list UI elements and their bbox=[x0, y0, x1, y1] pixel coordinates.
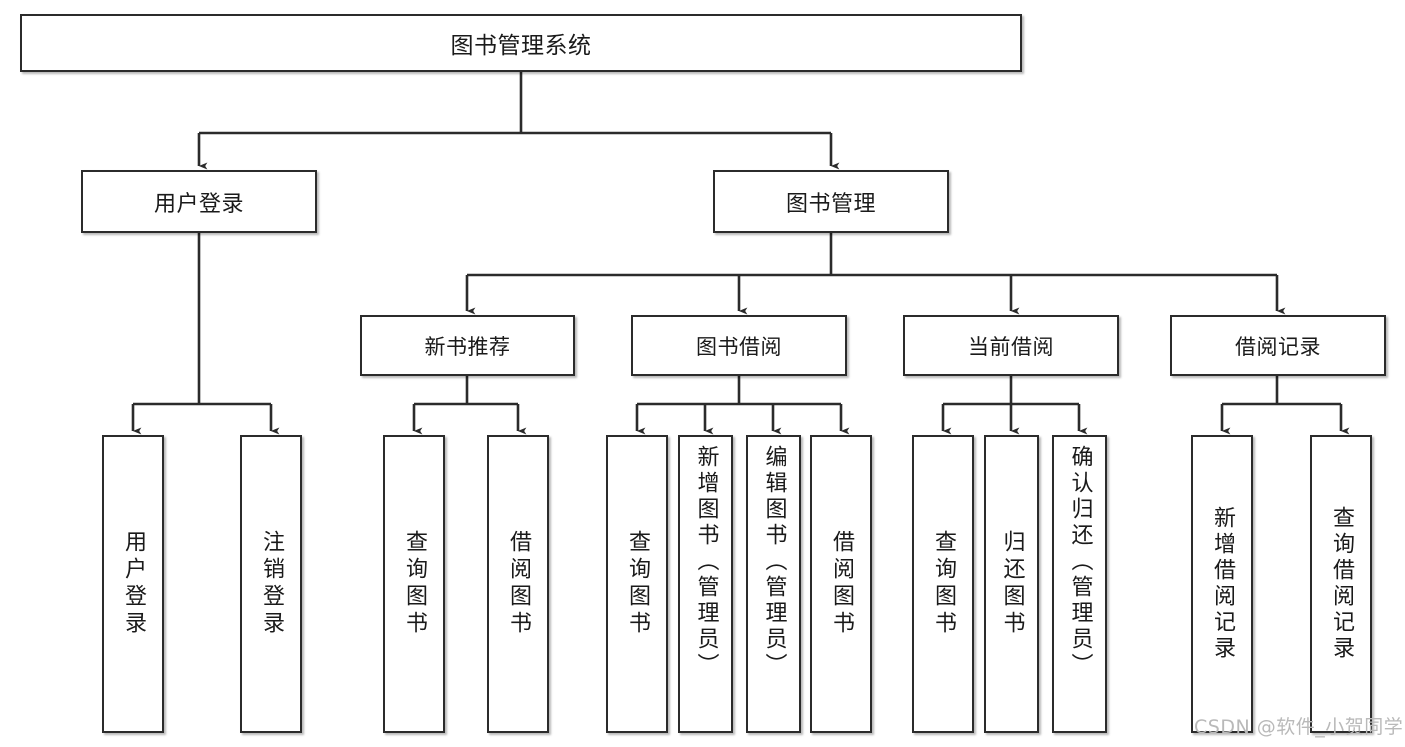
node-leaf-add-borrow-record[interactable]: 新增借阅记录 bbox=[1191, 435, 1253, 733]
node-label: 归还图书 bbox=[999, 530, 1025, 638]
node-label: 编辑图书（管理员） bbox=[761, 445, 787, 679]
node-book-management[interactable]: 图书管理 bbox=[713, 170, 949, 233]
node-label: 新增图书（管理员） bbox=[693, 445, 719, 679]
node-label: 用户登录 bbox=[121, 530, 146, 638]
node-label: 确认归还（管理员） bbox=[1067, 445, 1093, 679]
node-label: 查询借阅记录 bbox=[1329, 506, 1354, 662]
node-leaf-return-book[interactable]: 归还图书 bbox=[984, 435, 1039, 733]
node-leaf-confirm-return-admin[interactable]: 确认归还（管理员） bbox=[1052, 435, 1107, 733]
node-new-book-recommend[interactable]: 新书推荐 bbox=[360, 315, 575, 376]
node-leaf-add-book-admin[interactable]: 新增图书（管理员） bbox=[678, 435, 733, 733]
node-label: 注销登录 bbox=[259, 530, 284, 638]
node-user-login[interactable]: 用户登录 bbox=[81, 170, 317, 233]
node-leaf-logout-login[interactable]: 注销登录 bbox=[240, 435, 302, 733]
node-label: 借阅记录 bbox=[1235, 334, 1321, 359]
node-leaf-borrow-book-recommend[interactable]: 借阅图书 bbox=[487, 435, 549, 733]
node-leaf-borrow-book-borrow[interactable]: 借阅图书 bbox=[810, 435, 872, 733]
node-leaf-query-borrow-record[interactable]: 查询借阅记录 bbox=[1310, 435, 1372, 733]
node-current-borrow[interactable]: 当前借阅 bbox=[903, 315, 1119, 376]
node-label: 借阅图书 bbox=[829, 530, 854, 638]
node-leaf-query-book-current[interactable]: 查询图书 bbox=[912, 435, 974, 733]
node-label: 查询图书 bbox=[402, 530, 427, 638]
node-label: 新增借阅记录 bbox=[1210, 506, 1235, 662]
node-root-book-management-system[interactable]: 图书管理系统 bbox=[20, 14, 1022, 72]
node-leaf-user-login[interactable]: 用户登录 bbox=[102, 435, 164, 733]
node-label: 图书管理 bbox=[785, 191, 876, 217]
node-label: 查询图书 bbox=[625, 530, 650, 638]
node-borrow-record[interactable]: 借阅记录 bbox=[1170, 315, 1386, 376]
node-leaf-query-book-recommend[interactable]: 查询图书 bbox=[383, 435, 445, 733]
node-label: 借阅图书 bbox=[506, 530, 531, 638]
node-leaf-edit-book-admin[interactable]: 编辑图书（管理员） bbox=[746, 435, 801, 733]
node-label: 查询图书 bbox=[931, 530, 956, 638]
watermark-text: CSDN @软件_小贺同学 bbox=[1194, 716, 1404, 738]
node-book-borrow[interactable]: 图书借阅 bbox=[631, 315, 847, 376]
node-label: 用户登录 bbox=[153, 191, 244, 217]
node-label: 图书借阅 bbox=[696, 334, 782, 359]
node-label: 新书推荐 bbox=[424, 334, 511, 359]
node-label: 当前借阅 bbox=[968, 334, 1054, 359]
node-label: 图书管理系统 bbox=[450, 33, 592, 59]
node-leaf-query-book-borrow[interactable]: 查询图书 bbox=[606, 435, 668, 733]
